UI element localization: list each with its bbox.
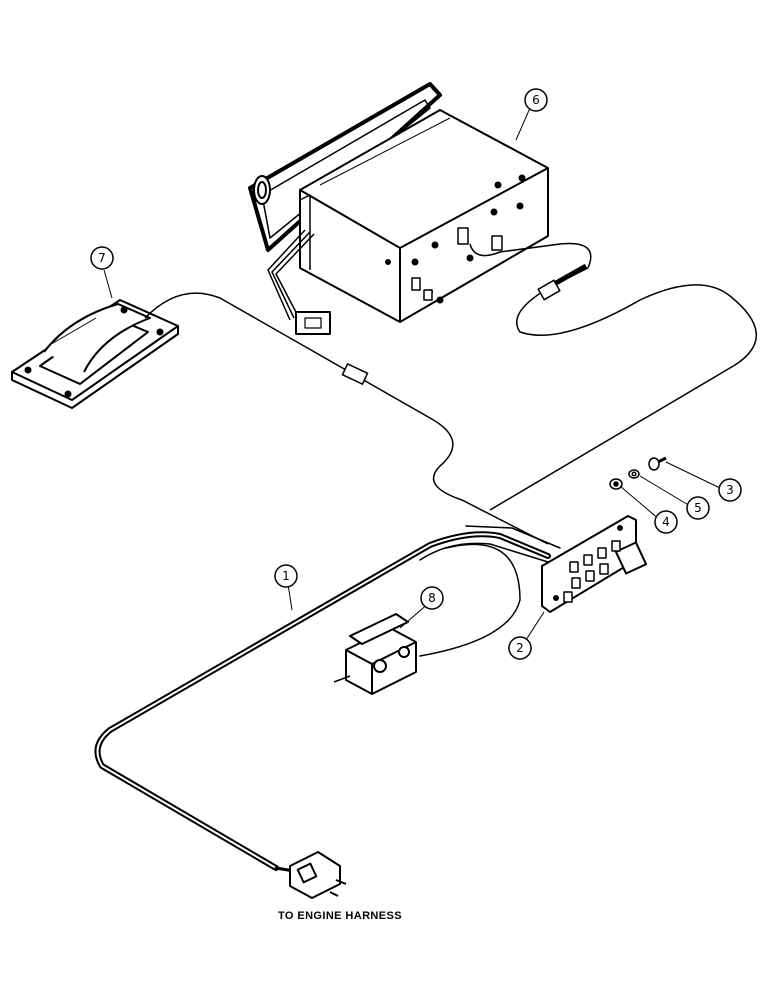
svg-text:4: 4 bbox=[662, 515, 670, 529]
callout-6: 6 bbox=[524, 88, 548, 112]
relay bbox=[333, 613, 417, 695]
speaker bbox=[11, 299, 179, 409]
leader-lines bbox=[103, 107, 721, 641]
svg-text:3: 3 bbox=[726, 483, 734, 497]
callout-7: 7 bbox=[90, 246, 114, 270]
radio-unit bbox=[248, 82, 549, 335]
svg-text:8: 8 bbox=[428, 591, 436, 605]
callout-3: 3 bbox=[718, 478, 742, 502]
svg-text:1: 1 bbox=[282, 569, 290, 583]
svg-text:7: 7 bbox=[98, 251, 106, 265]
callout-5: 5 bbox=[686, 496, 710, 520]
engine-connector bbox=[289, 851, 347, 899]
callout-4: 4 bbox=[654, 510, 678, 534]
antenna-lead bbox=[469, 242, 758, 511]
fuse-panel bbox=[541, 515, 648, 613]
svg-text:5: 5 bbox=[694, 501, 702, 515]
callout-2: 2 bbox=[508, 636, 532, 660]
svg-text:2: 2 bbox=[516, 641, 524, 655]
main-harness bbox=[94, 525, 561, 874]
speaker-wire bbox=[144, 292, 549, 545]
svg-text:6: 6 bbox=[532, 93, 540, 107]
callout-8: 8 bbox=[420, 586, 444, 610]
hardware bbox=[609, 456, 667, 490]
engine-harness-caption: TO ENGINE HARNESS bbox=[278, 910, 402, 922]
callout-1: 1 bbox=[274, 564, 298, 588]
